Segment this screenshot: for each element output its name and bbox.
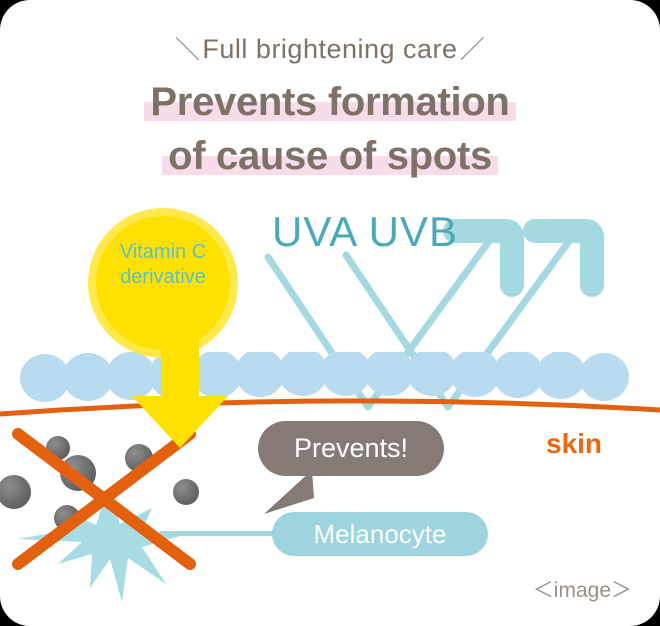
eyebrow-text: Full brightening care — [202, 34, 458, 64]
skin-boundary-line — [0, 398, 660, 417]
vitamin-c-label-line-2: derivative — [120, 266, 206, 288]
melanocyte-label: Melanocyte — [313, 519, 447, 549]
headline-text-1: Prevents formation — [150, 80, 510, 124]
headline-text-2: of cause of spots — [168, 134, 492, 178]
melanocyte-cell-shape — [18, 488, 180, 602]
vitamin-c-label: Vitamin C derivative — [96, 240, 230, 290]
melanocyte-pill — [272, 512, 488, 556]
slash-right-icon: ／ — [459, 36, 486, 64]
slash-left-icon: ＼ — [174, 36, 201, 64]
uv-label: UVA UVB — [272, 208, 458, 255]
epidermis-cells — [20, 352, 629, 402]
image-caption: ＜image＞ — [532, 579, 632, 602]
prevents-bubble — [258, 421, 444, 476]
headline-highlight-bar-2 — [162, 156, 498, 175]
skin-cell-layer — [0, 352, 660, 417]
headline-line-2: of cause of spots — [0, 134, 660, 179]
skin-label: skin — [546, 428, 603, 459]
eyebrow-tagline: ＼Full brightening care／ — [0, 30, 660, 66]
vitamin-c-penetration-arrow-icon — [132, 300, 228, 448]
prevents-bubble-tail — [264, 470, 314, 514]
uva-arrowhead-icon — [443, 219, 524, 297]
melanocyte-leader-line — [168, 531, 278, 536]
headline-line-1: Prevents formation — [0, 80, 660, 125]
headline-highlight-bar-1 — [144, 102, 516, 121]
prevents-label: Prevents! — [293, 433, 409, 463]
uvb-arrowhead-icon — [523, 219, 604, 297]
vitamin-c-label-line-1: Vitamin C — [119, 241, 207, 263]
melanocyte-illustration — [0, 428, 280, 602]
cross-out-icon — [12, 428, 196, 570]
